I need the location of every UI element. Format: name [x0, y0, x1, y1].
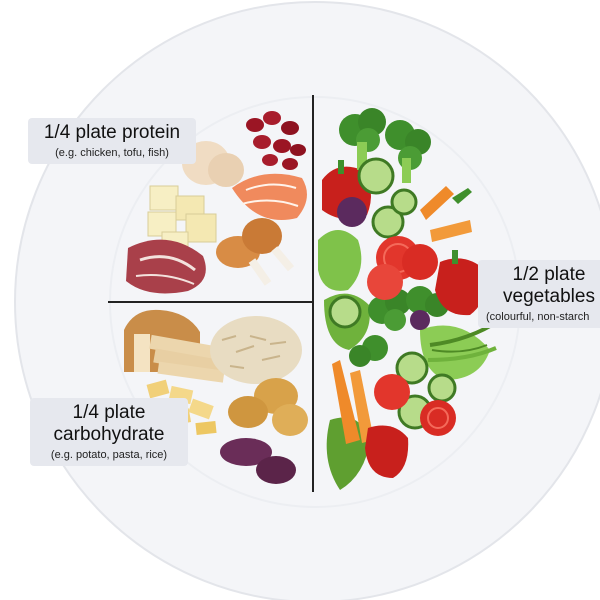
rice-icon [210, 316, 302, 384]
chicken-drumstick-icon [216, 218, 295, 286]
vegetables-title-line1: 1/2 plate [512, 264, 586, 285]
protein-label: 1/4 plate protein (e.g. chicken, tofu, f… [28, 118, 196, 164]
carbohydrate-food-group [124, 309, 308, 484]
kidney-bean-icon [246, 111, 306, 170]
salmon-icon [232, 173, 307, 220]
broccoli-icon [368, 289, 411, 331]
bread-icon [124, 309, 225, 383]
carbohydrate-subtitle: (e.g. potato, pasta, rice) [50, 449, 168, 461]
protein-subtitle: (e.g. chicken, tofu, fish) [55, 147, 169, 159]
carbohydrate-title-line2: carbohydrate [53, 424, 165, 445]
cucumber-icon [328, 157, 457, 430]
tomato-icon [367, 236, 456, 436]
broccoli-icon [385, 120, 431, 183]
vegetables-food-group [318, 108, 502, 490]
vegetables-subtitle: (colourful, non-starch [486, 311, 590, 323]
vegetables-title-line2: vegetables [503, 286, 595, 307]
protein-title: 1/4 plate protein [43, 122, 181, 143]
carbohydrate-label: 1/4 plate carbohydrate (e.g. potato, pas… [30, 398, 188, 466]
broccoli-icon [339, 108, 386, 170]
potato-icon [228, 378, 308, 436]
vegetables-label: 1/2 plate vegetables (colourful, non-sta… [478, 260, 600, 328]
sweet-potato-icon [220, 438, 296, 484]
red-cabbage-icon [337, 197, 430, 330]
protein-food-group [126, 111, 307, 294]
broccoli-icon [349, 335, 388, 367]
carrot-icon [332, 186, 472, 444]
pepper-icon [365, 250, 486, 478]
steak-icon [126, 239, 206, 294]
carbohydrate-title-line1: 1/4 plate [72, 402, 146, 423]
